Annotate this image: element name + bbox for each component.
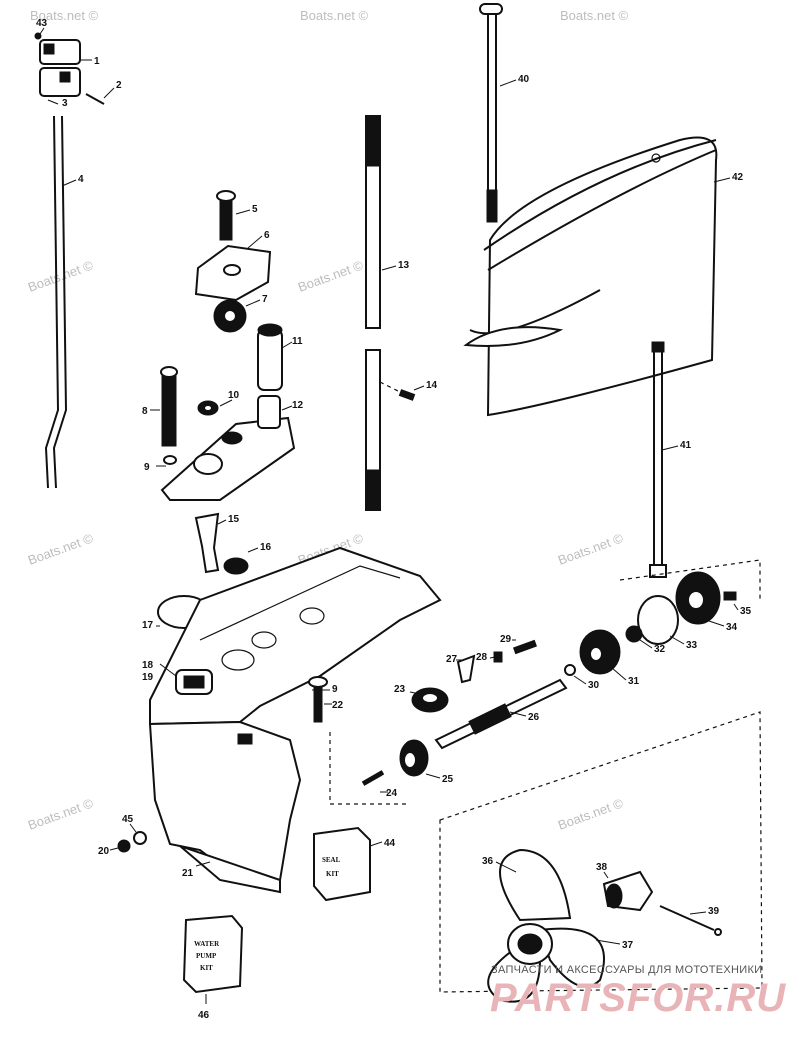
shift-parts [456,639,538,684]
seal-kit-label: SEAL [322,856,341,864]
part-label-37: 37 [622,940,634,951]
part-label-31: 31 [628,676,640,687]
water-pump-kit-label: PUMP [196,952,217,960]
part-label-20: 20 [98,846,110,857]
part-label-1: 1 [94,56,100,67]
part-label-3: 3 [62,98,68,109]
part-label-28: 28 [476,652,488,663]
bolt-22 [308,676,328,723]
part-label-30: 30 [588,680,600,691]
long-bolt-41 [649,341,667,578]
part-label-36: 36 [482,856,494,867]
gearcase-housing [148,546,442,894]
driveshaft [365,115,416,511]
part-label-14: 14 [426,380,438,391]
leader-lines [39,27,739,1004]
seal-and-bearing [194,512,249,575]
part-label-6: 6 [264,230,270,241]
watermark: Boats.net © [26,257,96,295]
part-label-25: 25 [442,774,454,785]
watermark: Boats.net © [26,795,96,833]
watermark: Boats.net © [560,8,629,23]
part-label-26: 26 [528,712,540,723]
watermark: Boats.net © [30,8,99,23]
part-label-41: 41 [680,440,692,451]
part-label-43: 43 [36,18,48,29]
part-label-34: 34 [726,622,738,633]
part-label-27: 27 [446,654,458,665]
part-label-32: 32 [654,644,666,655]
part-label-11: 11 [292,336,303,347]
water-pump-kit-label: WATER [194,940,220,948]
watermark: Boats.net © [556,795,626,833]
watermark: Boats.net © [26,530,96,568]
part-label-16: 16 [260,542,272,553]
part-label-38: 38 [596,862,608,873]
part-label-35: 35 [740,606,752,617]
propeller [487,848,605,1003]
brand-logo: PARTSFOR.RU [490,976,787,1020]
bearing-23 [411,687,449,713]
part-label-45: 45 [122,814,134,825]
part-label-4: 4 [78,174,84,185]
shift-rod [44,115,68,489]
propeller-shaft [434,678,568,750]
part-label-10: 10 [228,390,240,401]
reverse-gear-parts [564,595,679,676]
part-label-9: 9 [144,462,150,473]
shift-rod-connector [34,32,105,105]
brand-subtitle: ЗАПЧАСТИ И АКСЕССУАРЫ ДЛЯ МОТОТЕХНИКИ [491,964,763,976]
part-label-5: 5 [252,204,258,215]
part-label-13: 13 [398,260,410,271]
part-label-40: 40 [518,74,530,85]
long-bolt-40 [479,3,503,223]
part-label-2: 2 [116,80,122,91]
part-label-8: 8 [142,406,148,417]
part-label-46: 46 [198,1010,210,1021]
watermark: Boats.net © [300,8,369,23]
part-label-17: 17 [142,620,154,631]
part-label-39: 39 [708,906,720,917]
water-pump-kit-label: KIT [200,964,213,972]
watermarks: Boats.net © Boats.net © Boats.net © Boat… [26,8,629,833]
watermark: Boats.net © [296,257,366,295]
prop-nut [602,870,722,936]
part-label-22: 22 [332,700,344,711]
forward-gear [399,739,429,777]
part-label-44: 44 [384,838,396,849]
part-label-21: 21 [182,868,194,879]
water-pump-kit-box: WATER PUMP KIT [182,914,244,994]
seal-kit-box: SEAL KIT [313,826,371,902]
part-label-33: 33 [686,640,698,651]
part-label-7: 7 [262,294,268,305]
part-label-18: 18 [142,660,154,671]
bearing-carrier [619,559,761,625]
part-number-labels: 1 2 3 4 5 6 7 8 9 9 10 11 12 13 14 15 16… [36,18,752,1021]
part-label-12: 12 [292,400,304,411]
impeller [213,299,247,333]
part-label-29: 29 [500,634,512,645]
propeller-group-outline [439,711,763,993]
pin-24 [329,732,410,805]
exhaust-housing [463,136,718,417]
part-label-15: 15 [228,514,240,525]
seal-kit-label: KIT [326,870,339,878]
part-label-42: 42 [732,172,744,183]
part-label-23: 23 [394,684,406,695]
part-label-9b: 9 [332,684,338,695]
watermark: Boats.net © [556,530,626,568]
washers [117,831,147,853]
part-label-19: 19 [142,672,154,683]
part-label-24: 24 [386,788,398,799]
water-pump-parts [160,190,296,501]
